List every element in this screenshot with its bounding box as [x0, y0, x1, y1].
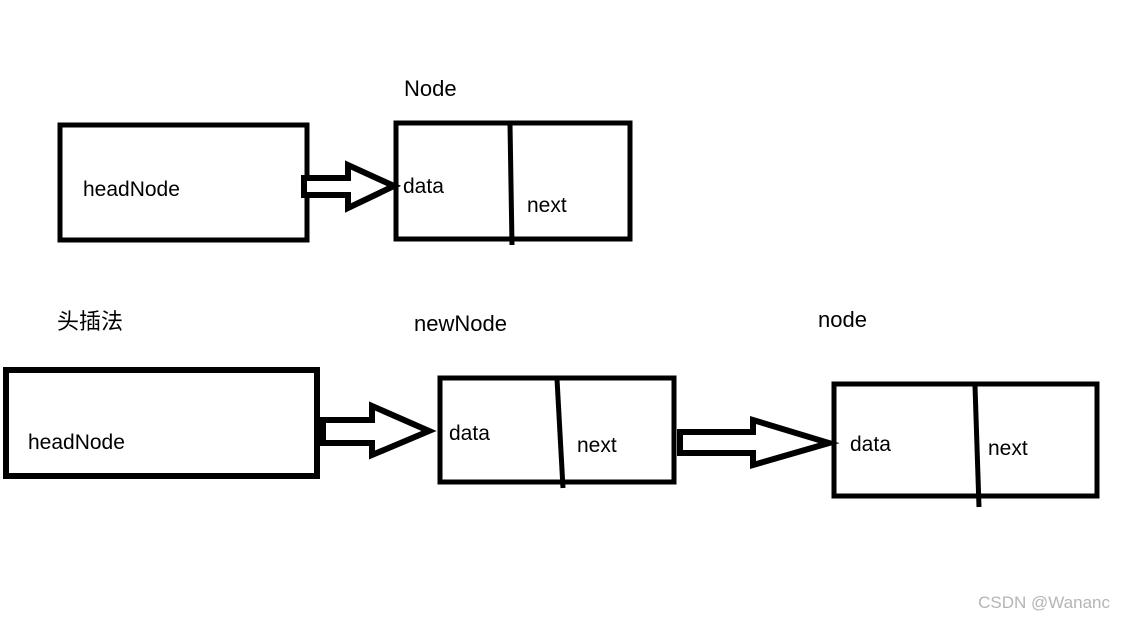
node-bottom-box	[831, 381, 1100, 499]
newnode-cell-divider	[554, 378, 566, 489]
headnode-bottom-box	[3, 367, 320, 479]
pointer-arrow-bottom-right	[677, 415, 840, 469]
node-top-next-label: next	[527, 194, 567, 217]
newnode-next-label: next	[577, 434, 617, 457]
node-top-data-label: data	[403, 175, 444, 198]
newnode-data-label: data	[449, 422, 490, 445]
node-lower-title-label: node	[818, 307, 867, 332]
node-top-cell-divider	[507, 123, 515, 246]
newnode-box	[437, 375, 677, 485]
node-bottom-data-label: data	[850, 433, 891, 456]
node-bottom-cell-divider	[972, 385, 982, 508]
pointer-arrow-bottom-left	[320, 401, 437, 460]
csdn-watermark: CSDN @Wananc	[978, 593, 1110, 612]
newnode-title-label: newNode	[414, 311, 507, 336]
node-title-label: Node	[404, 76, 457, 101]
headnode-bottom-label: headNode	[28, 431, 125, 454]
headnode-top-label: headNode	[83, 178, 180, 201]
head-insert-method-label: 头插法	[57, 309, 123, 334]
node-bottom-next-label: next	[988, 437, 1028, 460]
pointer-arrow-top	[301, 160, 402, 213]
